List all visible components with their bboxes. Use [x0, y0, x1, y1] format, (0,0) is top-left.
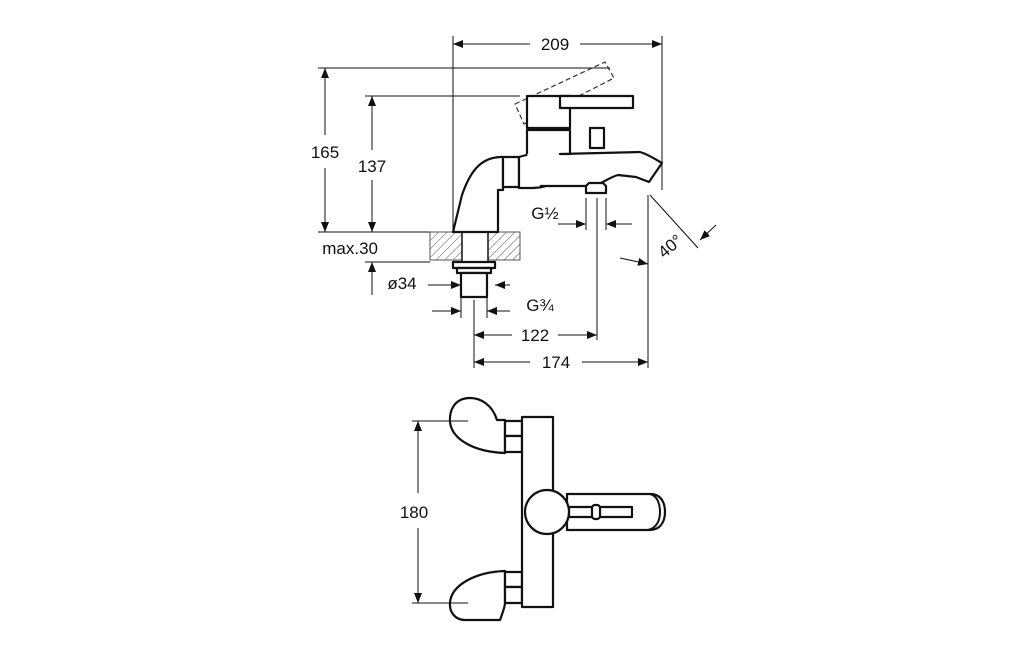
- dim-label-dia34: ø34: [387, 274, 416, 293]
- countertop-section: [429, 231, 521, 299]
- dim-label-g12: G½: [531, 204, 558, 223]
- dim-label-122: 122: [521, 326, 549, 345]
- dimension-174: 174: [474, 353, 648, 372]
- dim-label-40deg: 40°: [654, 231, 686, 262]
- dim-label-180: 180: [400, 503, 428, 522]
- dimension-209: 209: [453, 35, 662, 54]
- dimension-137: 137: [358, 96, 386, 232]
- dimension-dia34: ø34: [387, 274, 510, 293]
- dimension-g12: G½: [531, 204, 632, 228]
- dimension-max30: max.30: [322, 239, 378, 295]
- dim-label-165: 165: [311, 143, 339, 162]
- dim-label-max30: max.30: [322, 239, 378, 258]
- dimension-122: 122: [474, 326, 597, 345]
- faucet-top-view: [448, 396, 667, 622]
- dim-label-g34: G¾: [526, 296, 554, 315]
- dim-label-209: 209: [541, 35, 569, 54]
- dimension-165: 165: [311, 68, 339, 232]
- dimension-180: 180: [400, 420, 468, 604]
- dim-label-174: 174: [542, 353, 570, 372]
- extension-lines: [318, 36, 699, 368]
- dimension-40deg: 40°: [619, 224, 717, 266]
- dim-label-137: 137: [358, 157, 386, 176]
- dimension-g34: G¾: [432, 296, 555, 315]
- faucet-side-view: [451, 61, 664, 234]
